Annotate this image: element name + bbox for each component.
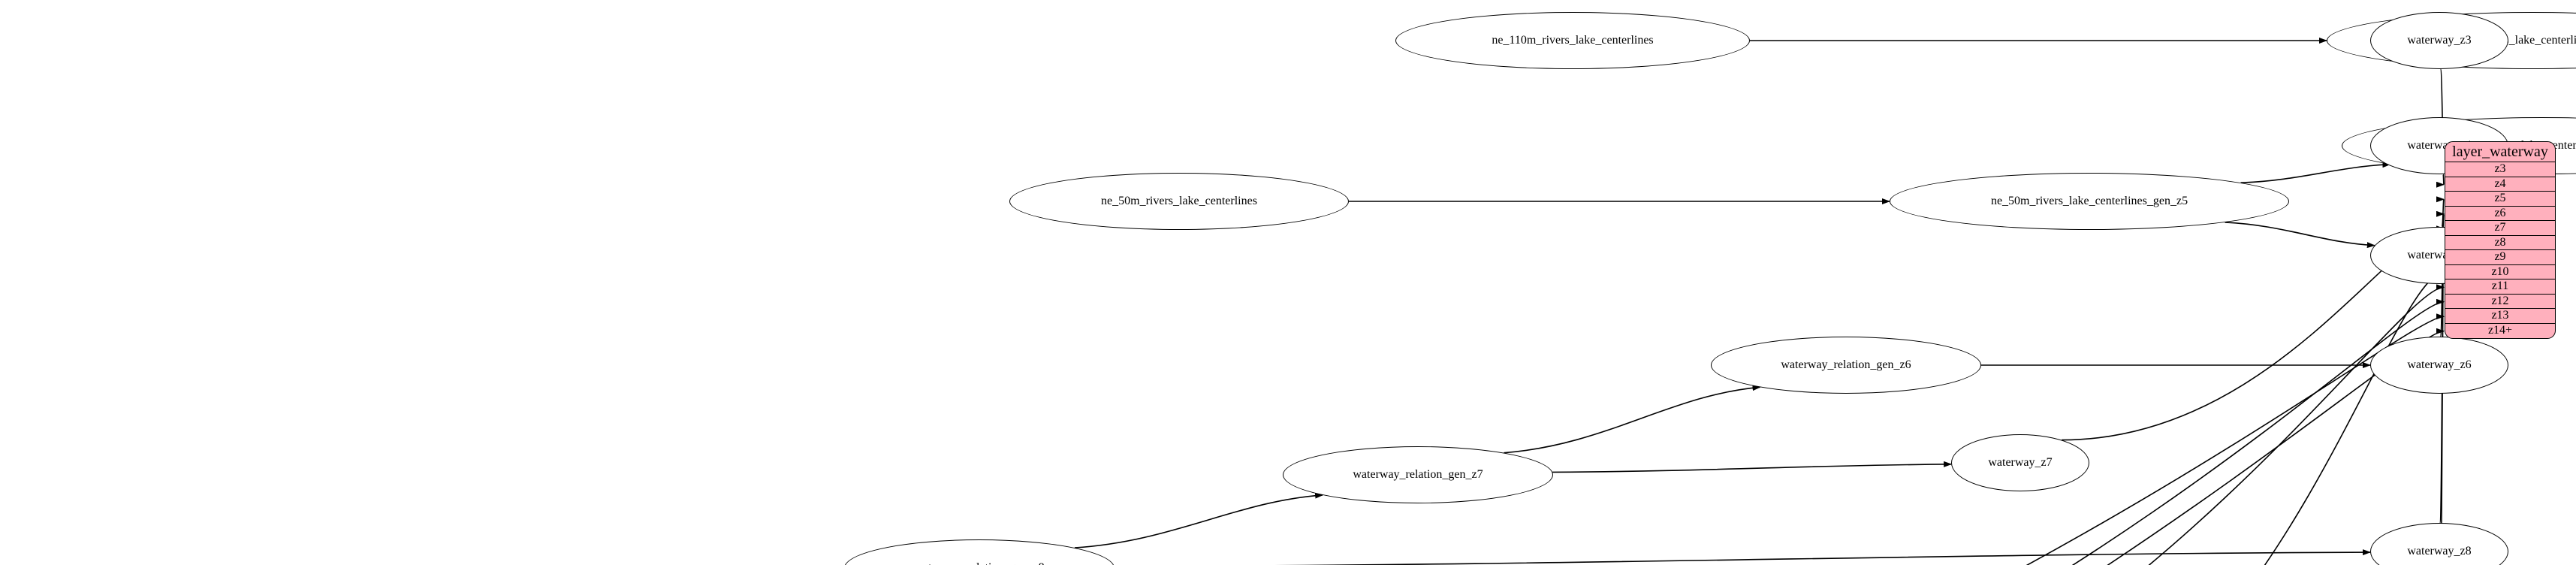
- node-ne-50m-rivers-lake-centerlines[interactable]: ne_50m_rivers_lake_centerlines: [1009, 173, 1349, 230]
- layer-row-z6[interactable]: z6: [2445, 207, 2555, 221]
- node-ne-50m-rivers-lake-centerlines-gen-z5[interactable]: ne_50m_rivers_lake_centerlines_gen_z5: [1890, 173, 2289, 230]
- layer-row-z7[interactable]: z7: [2445, 221, 2555, 236]
- node-label: ne_50m_rivers_lake_centerlines: [1101, 195, 1257, 207]
- edge-waterway_z14-to-layer_waterway-z14-: [2107, 328, 2445, 565]
- layer-row-z9[interactable]: z9: [2445, 250, 2555, 265]
- layer-row-z12[interactable]: z12: [2445, 295, 2555, 309]
- layer-row-z4[interactable]: z4: [2445, 177, 2555, 192]
- node-waterway-z6[interactable]: waterway_z6: [2370, 337, 2508, 394]
- edge-waterway_z13-to-layer_waterway-z13: [2026, 313, 2445, 565]
- layer-row-z11[interactable]: z11: [2445, 279, 2555, 295]
- node-waterway-z7[interactable]: waterway_z7: [1951, 434, 2089, 491]
- layer-table-header: layer_waterway: [2445, 142, 2555, 162]
- layer-row-z10[interactable]: z10: [2445, 265, 2555, 279]
- layer-row-z5[interactable]: z5: [2445, 192, 2555, 207]
- node-label: ne_110m_rivers_lake_centerlines: [1492, 34, 1654, 47]
- edge-waterway_relation_gen_z8-to-waterway_z8: [1274, 549, 2372, 565]
- edge-ne_50m_rivers_lake_centerlines_gen_z5-to-ne_50m_rivers_lake_centerlines_gen_z4: [2240, 162, 2391, 184]
- edge-waterway_z10-to-layer_waterway-z10: [2264, 269, 2445, 565]
- edge-waterway_relation_gen_z8-to-waterway_relation_gen_z7: [1074, 492, 1324, 548]
- node-waterway-relation-gen-z7[interactable]: waterway_relation_gen_z7: [1283, 446, 1553, 503]
- edge-waterway_relation_gen_z7-to-waterway_relation_gen_z6: [1504, 385, 1761, 454]
- node-label: waterway_relation_gen_z8: [914, 561, 1044, 565]
- edge-waterway_relation_gen_z7-to-waterway_z7: [1552, 461, 1953, 473]
- node-label: ne_50m_rivers_lake_centerlines_gen_z5: [1990, 195, 2188, 207]
- node-label: waterway_relation_gen_z6: [1781, 358, 1911, 371]
- edge-ne_50m_rivers_lake_centerlines_gen_z5-to-waterway_z5: [2225, 222, 2375, 249]
- layer-row-z8[interactable]: z8: [2445, 236, 2555, 250]
- node-label: waterway_z8: [2407, 545, 2472, 557]
- node-label: waterway_z7: [1988, 456, 2053, 469]
- node-waterway-z3[interactable]: waterway_z3: [2370, 12, 2508, 69]
- layer-row-z13[interactable]: z13: [2445, 309, 2555, 324]
- node-waterway-relation-gen-z6[interactable]: waterway_relation_gen_z6: [1711, 337, 1981, 394]
- node-label: waterway_z3: [2407, 34, 2472, 47]
- layer-row-z3[interactable]: z3: [2445, 162, 2555, 177]
- edge-waterway_z4-to-layer_waterway-z4: [2436, 174, 2445, 188]
- edge-waterway_z12-to-layer_waterway-z12: [2071, 298, 2445, 565]
- layer-row-z14plus[interactable]: z14+: [2487, 324, 2513, 337]
- node-ne-110m-rivers-lake-centerlines[interactable]: ne_110m_rivers_lake_centerlines: [1395, 12, 1750, 69]
- node-label: waterway_z6: [2407, 358, 2472, 371]
- edge-waterway_z11-to-layer_waterway-z11: [2148, 284, 2445, 565]
- node-label: waterway_relation_gen_z7: [1353, 468, 1483, 481]
